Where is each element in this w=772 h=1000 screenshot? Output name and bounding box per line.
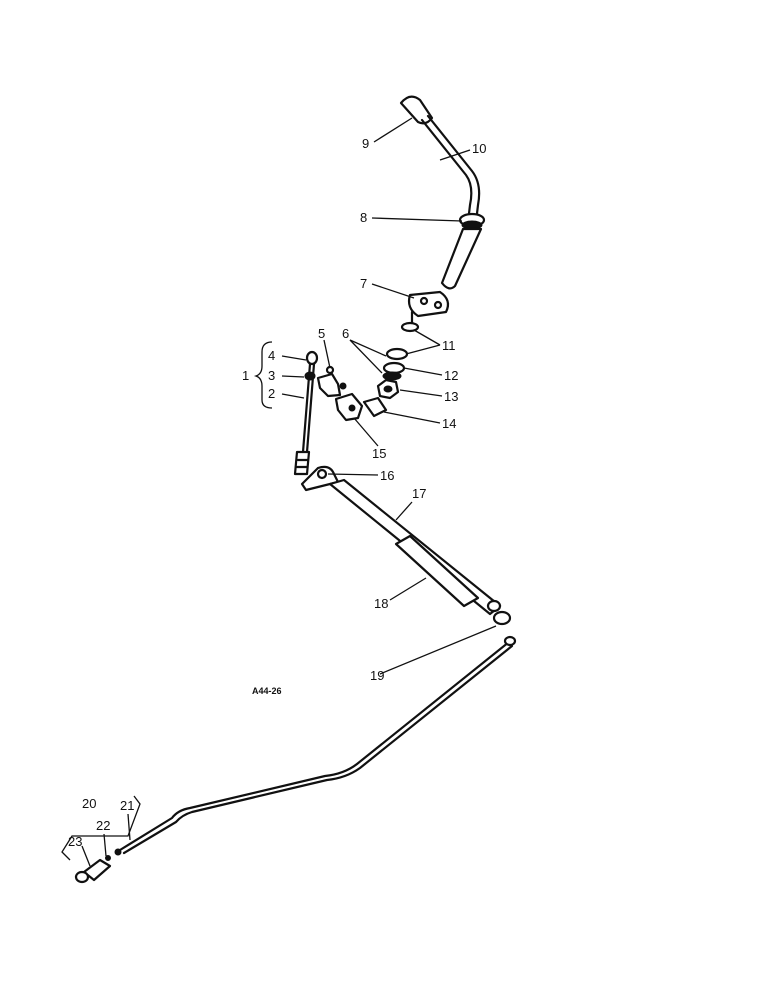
callout-16: 16: [380, 468, 394, 483]
callout-8: 8: [360, 210, 367, 225]
shift-lever: [399, 95, 486, 290]
mount-bracket-hole: [348, 404, 356, 412]
leader-11a: [413, 329, 441, 346]
bracket-hole-a: [419, 296, 429, 306]
washer-upper: [385, 347, 409, 361]
callout-13: 13: [444, 389, 458, 404]
leader-6b: [349, 339, 383, 374]
linkage-arm: [316, 372, 342, 398]
cotter-pin: [105, 855, 111, 861]
actuating-rod-line-2: [122, 644, 514, 855]
callout-9: 9: [362, 136, 369, 151]
arm-dot: [339, 382, 347, 390]
leader-13: [399, 389, 443, 397]
leader-15: [353, 417, 379, 447]
callout-19: 19: [370, 668, 384, 683]
callout-14: 14: [442, 416, 456, 431]
callout-15: 15: [372, 446, 386, 461]
callout-23: 23: [68, 834, 82, 849]
linkage-arm-assembly: [316, 365, 388, 422]
shaft-sleeve: [394, 534, 480, 608]
leader-21: [127, 813, 131, 841]
callout-4: 4: [268, 348, 275, 363]
pivot-bracket: [407, 290, 450, 318]
callout-6: 6: [342, 326, 349, 341]
clevis-pin: [82, 858, 112, 882]
cross-shaft-assembly: [300, 465, 512, 626]
pivot-bracket-assembly: [376, 290, 450, 400]
lever-knob: [399, 95, 434, 125]
callout-17: 17: [412, 486, 426, 501]
callout-10: 10: [472, 141, 486, 156]
rod-eye: [503, 635, 517, 647]
leader-8: [371, 217, 463, 222]
leader-14: [383, 411, 441, 424]
hex-nut-hole: [383, 385, 393, 393]
leader-4: [281, 355, 307, 361]
lever-lower-shaft: [440, 227, 483, 290]
leader-23: [81, 845, 91, 867]
leader-18: [389, 577, 427, 601]
adjustable-rod: [293, 350, 319, 476]
crank-plate-hole: [316, 468, 328, 480]
callout-7: 7: [360, 276, 367, 291]
leader-10: [439, 149, 471, 161]
leader-9: [373, 117, 413, 143]
callout-5: 5: [318, 326, 325, 341]
callout-18: 18: [374, 596, 388, 611]
leader-7: [371, 283, 415, 299]
washer-lower: [382, 361, 406, 375]
rod-end-dot: [114, 848, 122, 856]
leader-lines: [81, 117, 497, 867]
leader-2: [281, 393, 305, 399]
leader-19: [379, 625, 497, 675]
guide-block: [362, 396, 388, 418]
diagram-reference-code: A44-26: [252, 686, 282, 696]
leader-22: [103, 833, 107, 857]
shaft-end-washer: [492, 610, 512, 626]
shaft-end-collar: [486, 599, 502, 613]
callout-22: 22: [96, 818, 110, 833]
lever-shaft: [420, 114, 481, 224]
rod-shaft: [301, 362, 316, 454]
stud-washer: [400, 321, 420, 333]
rod-top-eye: [305, 350, 319, 366]
group-bracket-1: [253, 341, 273, 409]
callout-11: 11: [442, 338, 456, 353]
callout-20: 20: [82, 796, 96, 811]
clevis-pin-head: [74, 870, 90, 884]
group-bracket-20: [61, 795, 141, 861]
callout-12: 12: [444, 368, 458, 383]
actuating-rod-line: [118, 640, 511, 852]
washer-dark: [382, 371, 402, 381]
callout-labels: 9 10 8 7 5 6 11 4 1 3 12 2 13 14 15 16 1…: [68, 136, 486, 849]
rod-clevis: [293, 450, 311, 476]
clevis-pin-assembly: [74, 855, 112, 884]
leader-5: [323, 339, 331, 369]
leader-3: [281, 375, 305, 378]
callout-1: 1: [242, 368, 249, 383]
actuating-rod: [114, 635, 517, 856]
callout-21: 21: [120, 798, 134, 813]
bracket-hole-b: [433, 300, 443, 310]
leader-11b: [405, 344, 441, 355]
leader-16: [327, 473, 379, 476]
lever-collar-band: [461, 220, 483, 230]
leader-12: [403, 367, 443, 376]
leader-17: [395, 501, 413, 521]
callout-2: 2: [268, 386, 275, 401]
leader-6a: [349, 339, 387, 357]
callout-3: 3: [268, 368, 275, 383]
